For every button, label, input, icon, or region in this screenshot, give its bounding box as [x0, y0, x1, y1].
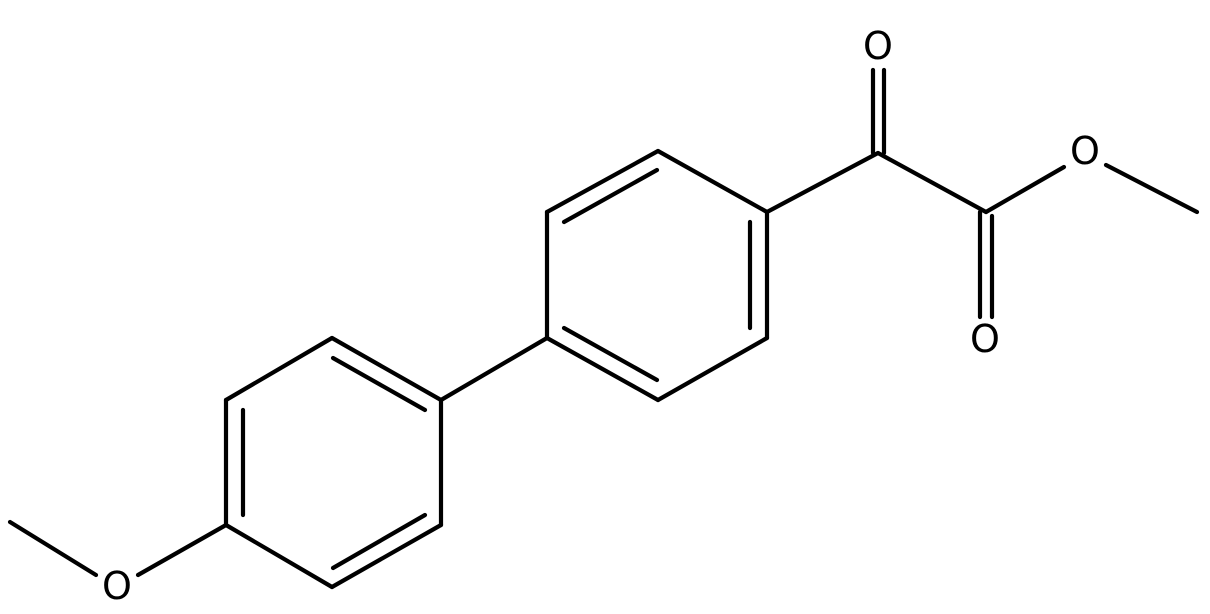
- bond-lines: [7, 67, 1200, 590]
- bond-ringA-4: [544, 335, 661, 403]
- bond-ringB-2: [223, 335, 335, 403]
- atom-label-o-carbonyl: O: [970, 317, 1000, 361]
- atom-labels: O O O O: [102, 24, 1100, 608]
- bond-ringA-5: [655, 335, 770, 403]
- bond-ringB-1: [329, 335, 444, 403]
- bond-ringA-2: [544, 148, 661, 215]
- atom-label-o-methoxy: O: [102, 564, 132, 608]
- bond-ringB-1-inner: [330, 355, 428, 413]
- atom-label-o-ketone: O: [863, 24, 893, 68]
- bond-ringB-4: [223, 522, 335, 590]
- bond-ring-to-ketone: [764, 150, 881, 215]
- bond-ringA-1: [655, 148, 770, 215]
- bond-ringB-5: [329, 522, 444, 590]
- bond-biaryl: [438, 335, 550, 403]
- bond-ringA-2-inner: [561, 167, 660, 225]
- bond-ester-o: [983, 164, 1067, 215]
- bond-ringB-5-inner: [330, 512, 428, 571]
- bond-ketone-to-ester: [875, 150, 989, 215]
- bond-methoxy-methyl: [7, 519, 99, 578]
- atom-label-o-ester: O: [1070, 129, 1100, 173]
- bond-ringA-4-inner: [561, 325, 660, 383]
- bond-methoxy-o: [135, 522, 229, 578]
- bond-ester-methyl: [1103, 162, 1200, 215]
